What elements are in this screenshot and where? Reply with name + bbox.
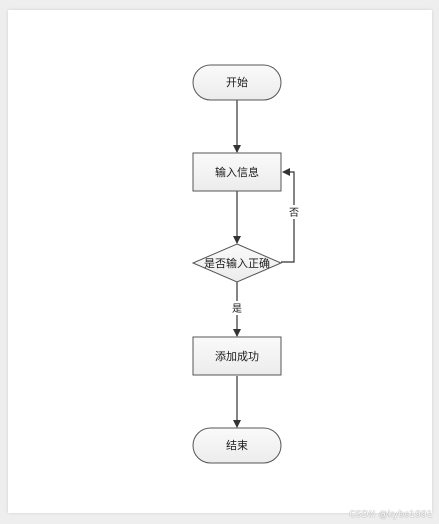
end-node-label: 结束: [226, 439, 248, 452]
success-process-label: 添加成功: [215, 349, 259, 363]
edge-label-yes: 是: [232, 303, 242, 315]
edge-label-no: 否: [289, 207, 299, 219]
input-process-node: [192, 152, 282, 192]
decision-node: [191, 243, 283, 283]
decision-node-label: 是否输入正确: [204, 256, 270, 270]
start-node: [192, 64, 282, 101]
end-node: [192, 427, 282, 464]
no-label-bg: [286, 205, 302, 219]
yes-label-bg: [229, 301, 245, 315]
input-process-label: 输入信息: [215, 165, 259, 179]
start-node-label: 开始: [226, 75, 248, 89]
watermark: CSDN @kybs1991: [349, 510, 433, 520]
success-process-node: [192, 336, 282, 376]
